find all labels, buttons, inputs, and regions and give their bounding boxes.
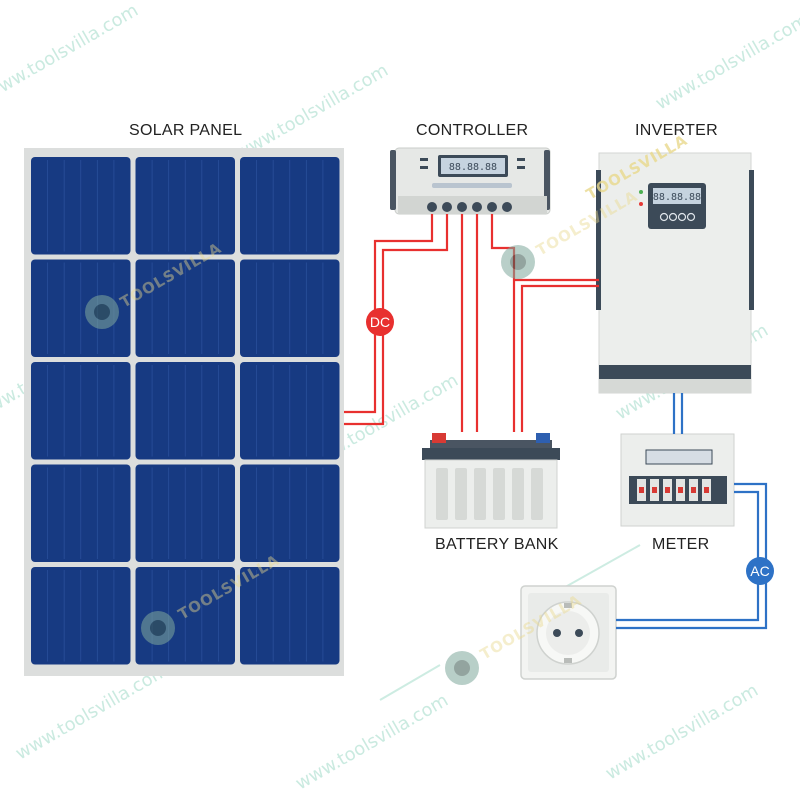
- controller-terminals: [427, 202, 512, 212]
- battery-positive-terminal: [432, 433, 446, 443]
- watermark-text: www.toolsvilla.com: [292, 690, 452, 794]
- inverter-label: INVERTER: [635, 122, 719, 139]
- meter: [620, 433, 735, 527]
- battery-bank: [422, 433, 560, 529]
- meter-breakers: [637, 479, 711, 501]
- power-outlet: [520, 585, 617, 680]
- watermark-text: www.toolsvilla.com: [0, 0, 142, 104]
- controller-lcd: [441, 158, 505, 174]
- battery-bank-label: BATTERY BANK: [435, 536, 559, 553]
- watermark-text: www.toolsvilla.com: [602, 680, 762, 784]
- inverter: 88.88.88: [596, 152, 754, 394]
- solar-panel: [24, 148, 344, 676]
- battery-negative-terminal: [536, 433, 550, 443]
- ac-wiring: [616, 393, 768, 630]
- inverter-lcd-text: 88.88.88: [653, 192, 701, 203]
- meter-label: METER: [652, 536, 710, 553]
- dc-tag-text: DC: [370, 314, 390, 330]
- inverter-band: [599, 365, 751, 379]
- inverter-lcd: [653, 188, 701, 204]
- ac-tag-text: AC: [750, 563, 769, 579]
- dc-tag: DC: [366, 308, 394, 336]
- watermark-text: www.toolsvilla.com: [652, 10, 800, 114]
- solar-panel-label: SOLAR PANEL: [129, 122, 243, 139]
- panel-cells: [31, 157, 340, 665]
- ac-tag: AC: [746, 557, 774, 585]
- controller-lcd-text: 88.88.88: [449, 162, 497, 173]
- meter-display: [645, 449, 713, 465]
- charge-controller: 88.88.88: [390, 147, 551, 215]
- dc-wiring: [344, 214, 599, 432]
- controller-label: CONTROLLER: [416, 122, 529, 139]
